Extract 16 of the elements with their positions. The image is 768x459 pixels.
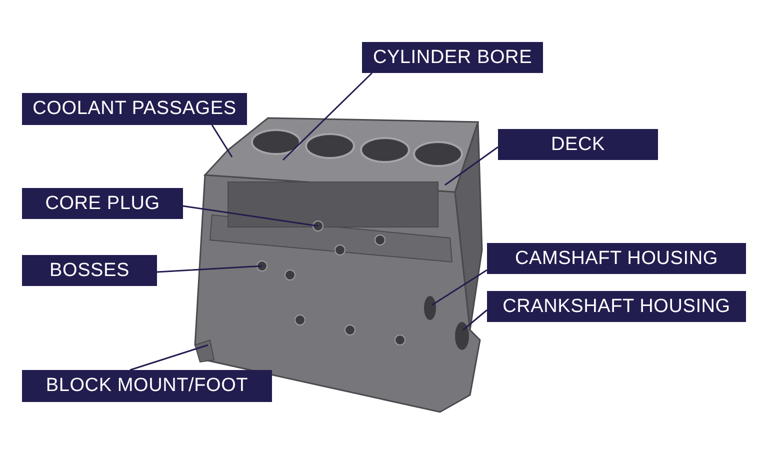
leader-line (211, 124, 233, 158)
leader-line (182, 205, 318, 227)
callout-label: BLOCK MOUNT/FOOT (22, 370, 272, 402)
callout-label: CAMSHAFT HOUSING (487, 243, 746, 274)
leader-line (444, 146, 498, 186)
leader-line (130, 344, 208, 371)
leader-line (156, 265, 262, 273)
callout-label: COOLANT PASSAGES (22, 93, 247, 125)
callout-label: CORE PLUG (22, 188, 183, 219)
callout-label: CRANKSHAFT HOUSING (487, 291, 746, 322)
callout-label: CYLINDER BORE (362, 42, 543, 73)
callout-label: DECK (498, 129, 658, 160)
callout-label: BOSSES (22, 255, 157, 286)
leader-line (282, 72, 373, 161)
leader-line (462, 309, 488, 331)
leader-line (432, 269, 488, 306)
